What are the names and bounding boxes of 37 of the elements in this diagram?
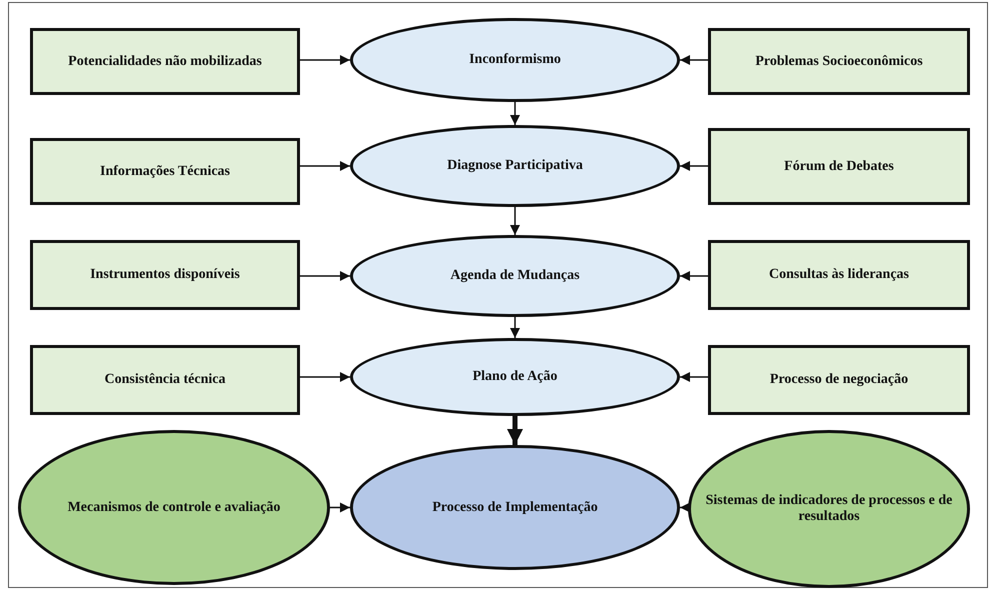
arrow bbox=[680, 502, 690, 512]
arrow bbox=[680, 161, 708, 171]
node-label: Problemas Socioeconômicos bbox=[754, 54, 924, 70]
arrow bbox=[300, 55, 350, 65]
input-box bbox=[708, 240, 970, 310]
node-label: Consultas às lideranças bbox=[768, 267, 910, 283]
input-box bbox=[30, 28, 300, 95]
arrow bbox=[680, 271, 708, 281]
node-label: Potencialidades não mobilizadas bbox=[67, 54, 263, 70]
node-label: Plano de Ação bbox=[472, 369, 558, 385]
node-label: Agenda de Mudanças bbox=[449, 268, 581, 284]
input-box bbox=[708, 28, 970, 95]
arrow bbox=[510, 317, 520, 338]
input-box bbox=[708, 345, 970, 415]
arrow bbox=[300, 271, 350, 281]
node-label: Instrumentos disponíveis bbox=[89, 267, 241, 283]
arrow bbox=[300, 372, 350, 382]
arrow bbox=[510, 207, 520, 235]
arrow bbox=[330, 502, 350, 512]
arrow bbox=[300, 161, 350, 171]
node-label: Consistência técnica bbox=[104, 372, 226, 388]
node-label: Diagnose Participativa bbox=[446, 158, 584, 174]
node-label: Fórum de Debates bbox=[783, 158, 895, 174]
arrow bbox=[510, 102, 520, 125]
input-box bbox=[30, 240, 300, 310]
arrow bbox=[507, 416, 523, 445]
input-box bbox=[708, 128, 970, 205]
arrow bbox=[680, 55, 708, 65]
node-label: Processo de Implementação bbox=[431, 500, 599, 516]
arrow bbox=[680, 372, 708, 382]
node-label: Processo de negociação bbox=[768, 372, 910, 388]
input-box bbox=[30, 345, 300, 415]
input-box bbox=[30, 138, 300, 205]
node-label: Inconformismo bbox=[468, 52, 562, 68]
node-label: Informações Técnicas bbox=[99, 164, 231, 180]
node-label: Sistemas de indicadores de processos e de resultados bbox=[704, 493, 954, 525]
node-label: Mecanismos de controle e avaliação bbox=[66, 500, 282, 516]
